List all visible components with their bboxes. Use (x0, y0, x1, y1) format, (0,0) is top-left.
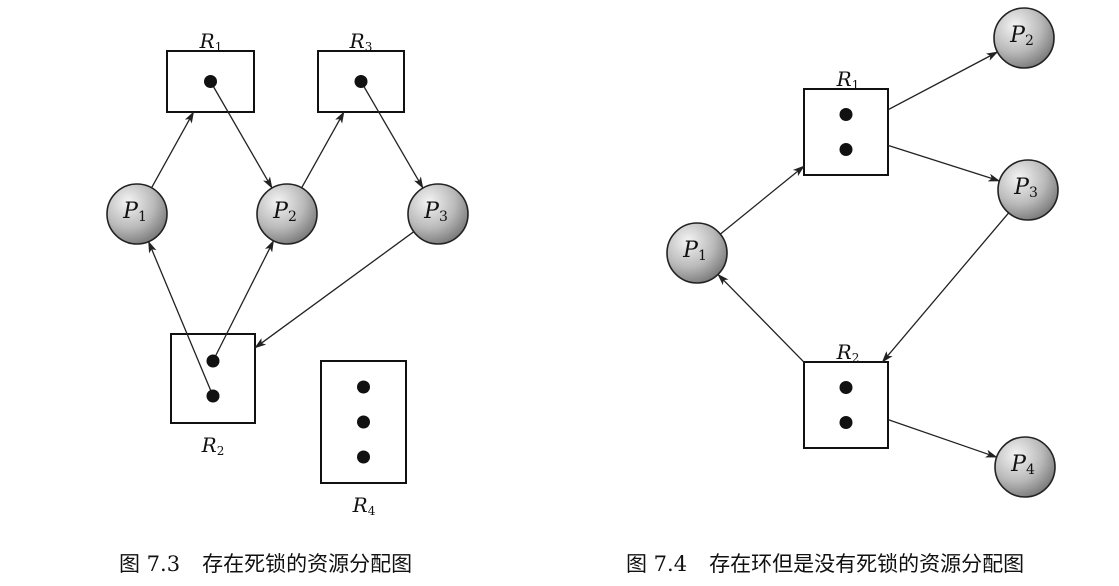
figure-7-3-title: 存在死锁的资源分配图 (202, 552, 413, 576)
resource-r2-instance-dot (206, 354, 220, 368)
process-p3-label: P3 (423, 199, 448, 225)
assignment-edge-r2-p4 (887, 418, 998, 458)
process-p3-label: P3 (1013, 175, 1038, 201)
resource-r2-instance-dot (839, 381, 853, 394)
process-p1-node (666, 222, 728, 284)
figure-7-4-caption: 图 7.4 存在环但是没有死锁的资源分配图 (626, 548, 1024, 578)
request-edge-p1-r1 (150, 111, 195, 189)
process-p2-label: P2 (1009, 23, 1034, 49)
figure-7-4-number: 图 7.4 (626, 552, 688, 576)
process-p2-node (993, 7, 1055, 69)
resource-r4-instance-dot (357, 380, 370, 394)
figure-7-4-title: 存在环但是没有死锁的资源分配图 (709, 552, 1025, 576)
figure-7-3-caption: 图 7.3 存在死锁的资源分配图 (119, 548, 412, 578)
process-p1-node (106, 183, 168, 245)
resource-r1-box (803, 88, 889, 176)
assignment-edge-r1-p2 (209, 81, 273, 189)
resource-r2-label: R2 (201, 433, 225, 458)
assignment-edge-r2-p1 (717, 273, 805, 363)
resource-r2-box (803, 361, 889, 449)
resource-r4-instance-dot (357, 415, 370, 429)
assignment-edge-r1-p2 (887, 51, 999, 111)
resource-r2-instance-dot (206, 389, 220, 403)
assignment-edge-r1-p3 (887, 144, 1001, 182)
resource-r4-instance-dot (357, 450, 370, 464)
resource-r2-instance-dot (839, 416, 853, 429)
resource-r2-label: R2 (836, 340, 860, 365)
resource-r1-instance-dot (839, 143, 853, 156)
resource-r1-instance-dot (839, 108, 853, 121)
resource-r3-instance-dot (354, 75, 368, 88)
resource-r4-label: R4 (352, 493, 376, 518)
request-edge-p3-r2 (881, 212, 1010, 363)
process-p3-node (407, 183, 469, 245)
resource-r1-label: R1 (199, 29, 223, 54)
resource-r2-box (170, 333, 256, 424)
process-p4-node (994, 436, 1056, 498)
request-edge-p2-r3 (301, 111, 345, 189)
resource-r1-instance-dot (204, 75, 217, 88)
assignment-edge-r3-p3 (360, 81, 424, 189)
resource-r1-label: R1 (836, 67, 860, 92)
request-edge-p3-r2 (254, 231, 415, 349)
assignment-edge-r2-p1 (147, 240, 214, 397)
process-p1-label: P1 (122, 199, 147, 225)
figure-7-3-number: 图 7.3 (119, 552, 181, 576)
process-p1-label: P1 (682, 238, 707, 264)
assignment-edge-r2-p2 (212, 239, 275, 362)
resource-r3-label: R3 (349, 29, 373, 54)
process-p2-node (256, 183, 318, 245)
process-p4-label: P4 (1010, 452, 1035, 478)
process-p2-label: P2 (272, 199, 297, 225)
request-edge-p1-r1 (719, 165, 805, 235)
process-p3-node (997, 159, 1059, 221)
